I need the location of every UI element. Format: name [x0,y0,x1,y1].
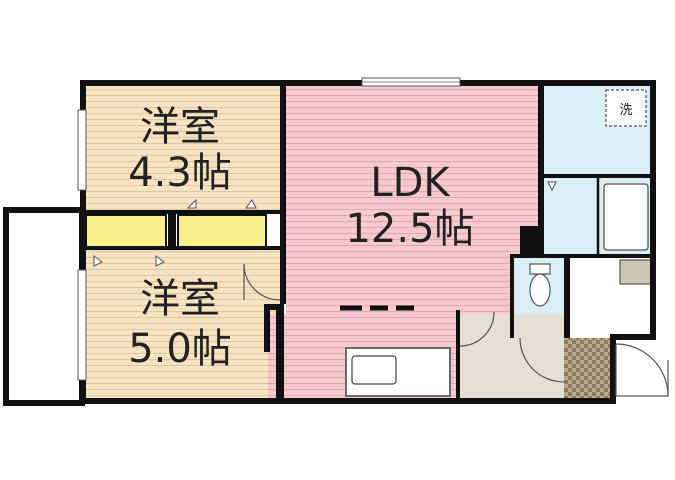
shoe-box [619,259,653,285]
kitchen-sink [351,355,397,385]
wall-closet-mid [168,212,176,248]
washer-space [605,89,647,127]
ldk-name: LDK [370,160,451,206]
western-room-2-size: 5.0帖 [128,326,232,372]
ldk-size: 12.5帖 [345,206,474,252]
washroom-door-marker [547,181,557,192]
wall-column [520,226,542,254]
wall-notch-v [264,304,270,352]
closet-1 [85,214,167,248]
wall-room1-bottom [84,210,284,214]
window-left-1 [77,109,87,191]
outer-wall-left [80,80,86,404]
bathtub [603,183,649,251]
door-entrance-hall [459,311,495,347]
door-toilet [519,337,565,383]
wall-toilet-right [564,254,570,338]
western-room-2-floor [84,250,280,400]
wall-rooms-ldk [280,84,286,304]
western-room-1-name: 洋室 [140,104,220,150]
western-room-2-name: 洋室 [140,276,220,322]
outer-wall-bottom [80,398,614,404]
wall-room2-top [84,246,284,250]
western-room-1-size: 4.3帖 [128,150,232,196]
western-room-1-floor [84,84,284,212]
wall-toilet-left [510,254,514,338]
closet-door-marker [93,255,103,267]
toilet-tank [529,263,551,275]
closet-door-marker [186,198,197,209]
toilet-bowl [529,273,551,307]
wall-bath-bottom [510,254,654,258]
door-room2 [243,263,281,301]
ldk-floor [286,84,540,314]
entrance-tiles [564,338,612,400]
door-front-frame [616,360,669,397]
closet-2 [177,214,267,248]
outer-wall-step-v [610,334,616,404]
washer-icon: 洗 [619,103,632,118]
wall-room2-right [276,304,284,400]
wall-entrance-top [456,310,460,400]
closet-door-marker [155,255,165,267]
outer-wall-step [612,334,656,340]
wall-wash-bath [542,174,654,178]
wall-ldk-right [538,84,544,258]
door-front [615,343,669,397]
balcony [3,207,85,406]
window-left-2 [77,269,87,381]
outer-wall-right [650,80,656,338]
closet-door-marker [245,199,257,209]
wall-notch [264,304,284,310]
